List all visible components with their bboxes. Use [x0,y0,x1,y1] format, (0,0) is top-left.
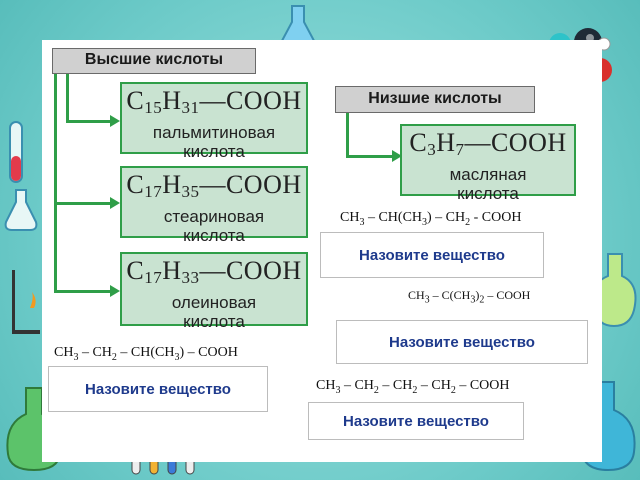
name-substance-prompt[interactable]: Назовите вещество [320,232,544,278]
burner-icon [12,270,40,334]
connector-line [66,120,110,123]
name-substance-prompt[interactable]: Назовите вещество [48,366,268,412]
equation-4: CH3 – CH2 – CH2 – CH2 – COOH [316,378,510,396]
acid-name: стеариновая кислота [163,207,265,245]
acid-name: олеиновая кислота [171,293,257,331]
acid-card-stearic: C17H35—COOH стеариновая кислота [120,166,308,245]
equation-1: CH3 – CH(CH3) – CH2 - COOH [340,210,522,228]
connector-line [54,202,110,205]
acid-card-butyric: C3H7—COOH масляная кислота [400,124,576,203]
acid-card-palmitic: C15H31—COOH пальмитиновая кислота [120,82,308,161]
acid-name: масляная кислота [449,165,527,203]
connector-line [54,74,57,292]
header-high-acids: Высшие кислоты [52,48,256,74]
acid-card-oleic: C17H33—COOH олеиновая кислота [120,252,308,331]
arrow-icon [392,150,402,162]
header-low-acids: Низшие кислоты [335,86,535,113]
equation-3: CH3 – CH2 – CH(CH3) – COOH [54,345,238,363]
formula: C15H31—COOH [126,86,302,117]
formula: C17H35—COOH [126,170,302,201]
arrow-icon [110,197,120,209]
flask-icon [4,189,38,231]
name-substance-prompt[interactable]: Назовите вещество [308,402,524,440]
arrow-icon [110,285,120,297]
formula: C17H33—COOH [126,256,302,287]
acid-name: пальмитиновая кислота [152,123,276,161]
connector-line [66,74,69,122]
test-tube-icon [9,121,23,183]
formula: C3H7—COOH [409,128,567,159]
connector-line [346,155,392,158]
arrow-icon [110,115,120,127]
connector-line [346,113,349,157]
name-substance-prompt[interactable]: Назовите вещество [336,320,588,364]
equation-2: CH3 – C(CH3)2 – COOH [408,288,531,306]
connector-line [54,290,110,293]
